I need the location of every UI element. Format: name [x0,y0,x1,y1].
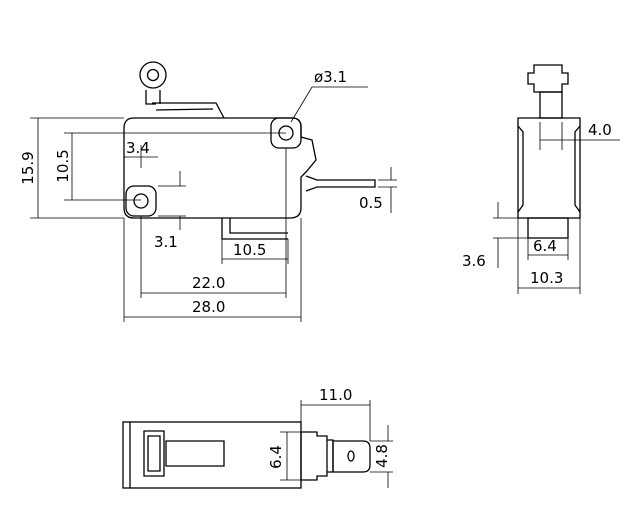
dim-4-0-lines [539,122,620,150]
dim-4-8-lines [370,425,393,488]
bottom-terminal-tab [332,440,371,473]
side-roller [527,64,569,93]
dim-15-9-lines [30,117,124,219]
dim-3-1-lines [158,171,186,230]
dim-3-4-lines [123,145,158,168]
front-lever-post [145,90,161,105]
label-3-6: 3.6 [462,252,486,270]
side-terminal [527,217,569,239]
label-15-9: 15.9 [19,151,37,184]
front-hole-bottom [133,193,149,209]
bottom-lever [143,430,225,477]
dim-6-4-bottom-lines [280,431,301,481]
dim-10-5-v-lines [64,132,286,201]
label-6-4-bottom: 6.4 [267,445,285,469]
label-0-5: 0.5 [359,194,383,212]
front-terminal [305,175,376,192]
dim-22-0-lines [140,148,287,298]
label-hole-dia: ø3.1 [314,68,347,86]
bottom-view: 11.0 6.4 4.8 [122,386,393,489]
label-10-5-h: 10.5 [233,241,266,259]
bottom-terminal-housing [300,431,334,481]
front-roller-pin [146,68,160,82]
label-4-8: 4.8 [373,444,391,468]
label-10-3: 10.3 [530,269,563,287]
label-4-0: 4.0 [588,121,612,139]
dim-0-5-lines [378,167,397,213]
front-hole-bottom-boss [125,185,157,217]
dim-3-6-lines [493,202,528,268]
label-10-5-v: 10.5 [54,149,72,182]
label-3-4: 3.4 [126,139,150,157]
label-22-0: 22.0 [192,274,225,292]
leader-hole-dia [290,86,368,123]
side-view: 4.0 3.6 6.4 10.3 [462,64,620,294]
dim-11-0-lines [300,400,371,441]
label-6-4-side: 6.4 [533,237,557,255]
bottom-terminal-hole [347,450,355,462]
label-28-0: 28.0 [192,298,225,316]
dim-6-4-side-lines [527,238,569,260]
side-body [517,117,581,219]
dim-10-5-h-lines [221,239,289,264]
front-roller [139,61,167,89]
dim-10-3-lines [517,218,581,294]
side-lever [539,91,563,119]
dim-28-0-lines [123,218,302,322]
label-11-0: 11.0 [319,386,352,404]
front-lever-arm [152,102,225,119]
front-view: ø3.1 15.9 10.5 3.4 3.1 0.5 10.5 22.0 28.… [19,61,397,322]
front-body-outline [123,117,317,219]
front-bottom-terminal [221,218,288,240]
label-3-1: 3.1 [154,233,178,251]
